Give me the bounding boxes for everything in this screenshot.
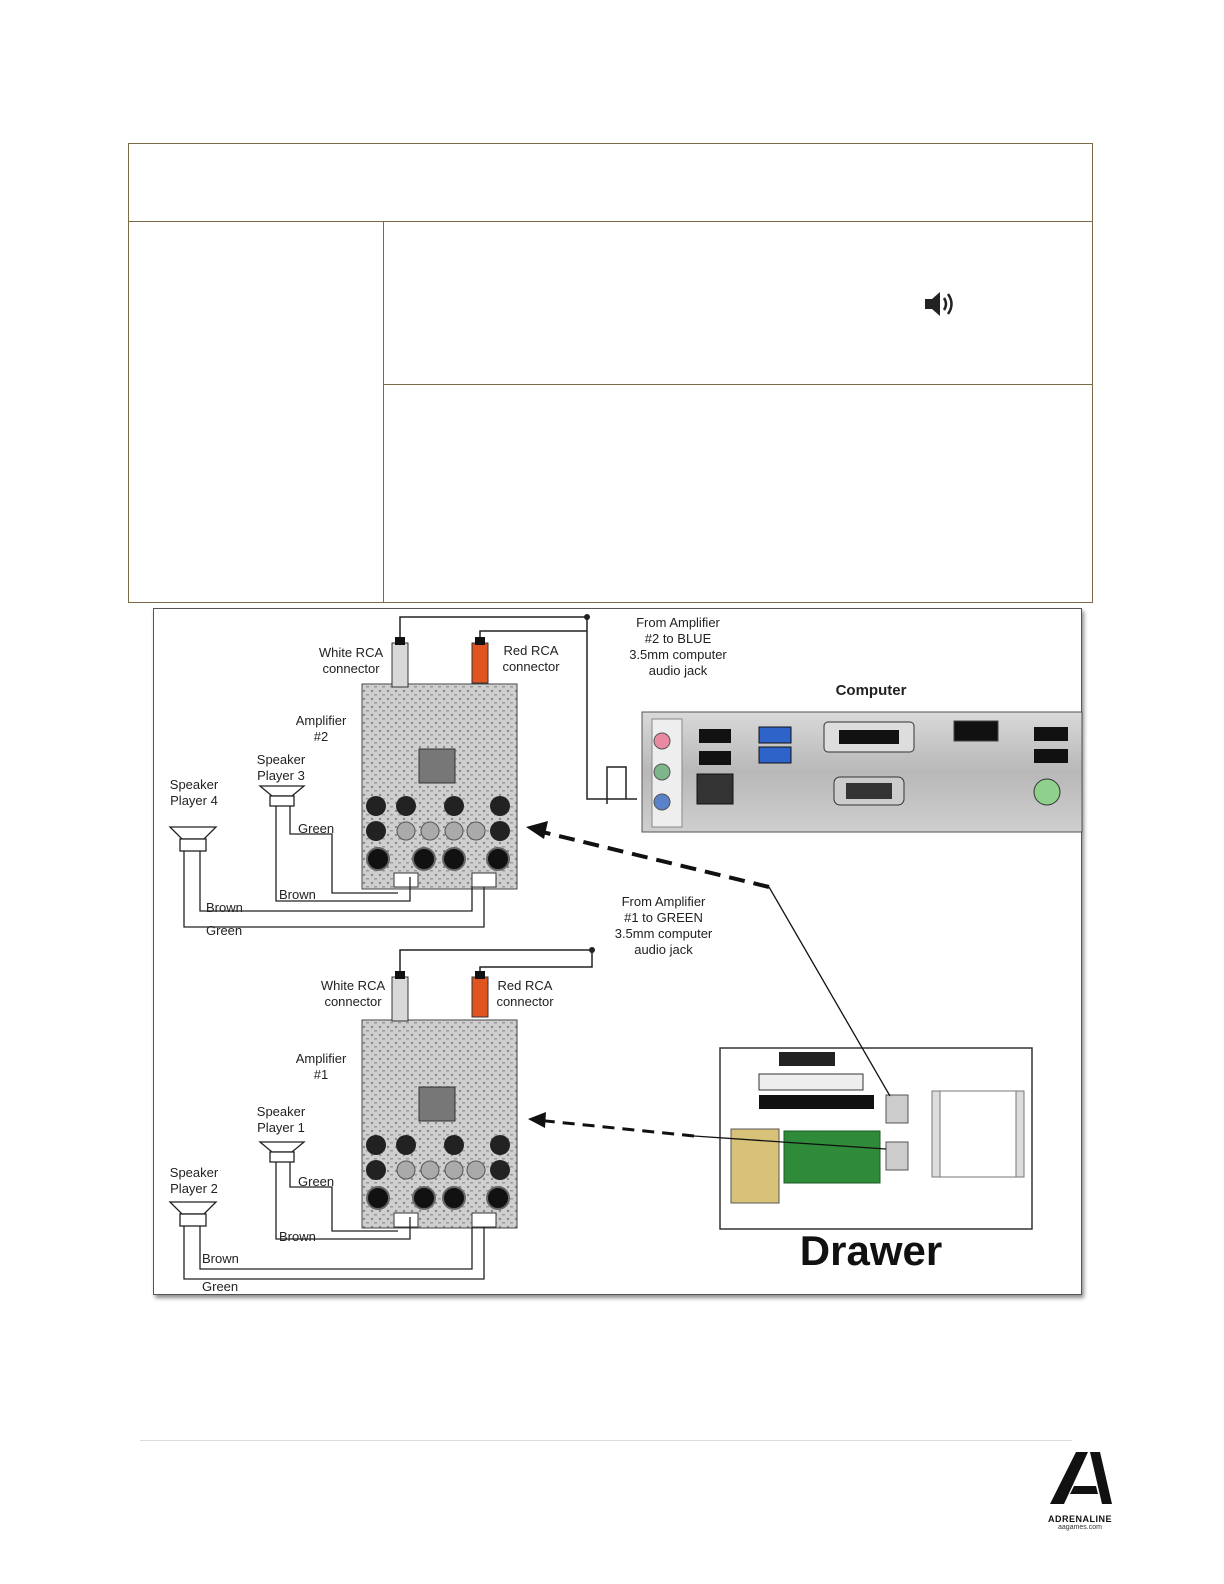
red-rca-connector-2: [471, 637, 489, 684]
white-rca-connector-2: [391, 637, 409, 688]
drawer-label: Drawer: [799, 1227, 943, 1274]
instruction-table: [128, 143, 1093, 603]
arrow-drawer-to-amp2: [526, 821, 891, 1097]
cable-amp1-to-green: [399, 949, 593, 971]
amplifier-1-board: [361, 1019, 518, 1229]
wire-label-green: Green: [298, 1174, 335, 1189]
table-header-divider: [128, 221, 1093, 222]
wire-label-brown: Brown: [206, 900, 243, 915]
red-rca-connector-1: [471, 971, 489, 1018]
wire-label-green: Green: [206, 923, 243, 938]
wire-label-green: Green: [202, 1279, 239, 1294]
arrow-drawer-to-amp1: [528, 1112, 887, 1150]
table-column-divider: [383, 221, 384, 603]
usb3-port: [758, 726, 792, 744]
logo-name: ADRENALINE: [1047, 1514, 1112, 1524]
computer-label: Computer: [835, 682, 907, 699]
white-rca-connector-1: [391, 971, 409, 1022]
usb-port: [699, 729, 731, 743]
amplifier-2-board: [361, 683, 518, 890]
ps2-port: [1033, 778, 1061, 806]
logo-url: aagames.com: [1058, 1524, 1102, 1531]
wire-label-brown: Brown: [202, 1251, 239, 1266]
adrenaline-logo-icon: [1050, 1452, 1112, 1504]
wire-label-brown: Brown: [279, 1229, 316, 1244]
blue-audio-jack: [653, 793, 671, 811]
pink-audio-jack: [653, 732, 671, 750]
hdmi-port: [953, 720, 999, 742]
speaker-player-2: [168, 1201, 218, 1227]
footer-divider: [140, 1440, 1072, 1441]
amplifier-1-label: Amplifier#1: [295, 1051, 347, 1082]
table-row-divider: [383, 384, 1093, 385]
wire-label-brown: Brown: [279, 887, 316, 902]
speaker-player-3: [258, 785, 306, 807]
green-audio-jack: [653, 763, 671, 781]
speaker-player-1: [258, 1141, 306, 1163]
adrenaline-logo: ADRENALINE aagames.com: [1044, 1446, 1116, 1532]
drawer-layout: [719, 1047, 1033, 1230]
amplifier-2-label: Amplifier#2: [295, 713, 347, 744]
computer-io-panel: [641, 711, 1083, 833]
speaker-volume-icon: [925, 292, 953, 316]
speaker-player-4: [168, 826, 218, 852]
wire-label-green: Green: [298, 821, 335, 836]
speaker-wires-amp1: [183, 1162, 485, 1280]
diagram-graphics: [168, 614, 1083, 1280]
speaker-wires-amp2: [183, 806, 485, 928]
